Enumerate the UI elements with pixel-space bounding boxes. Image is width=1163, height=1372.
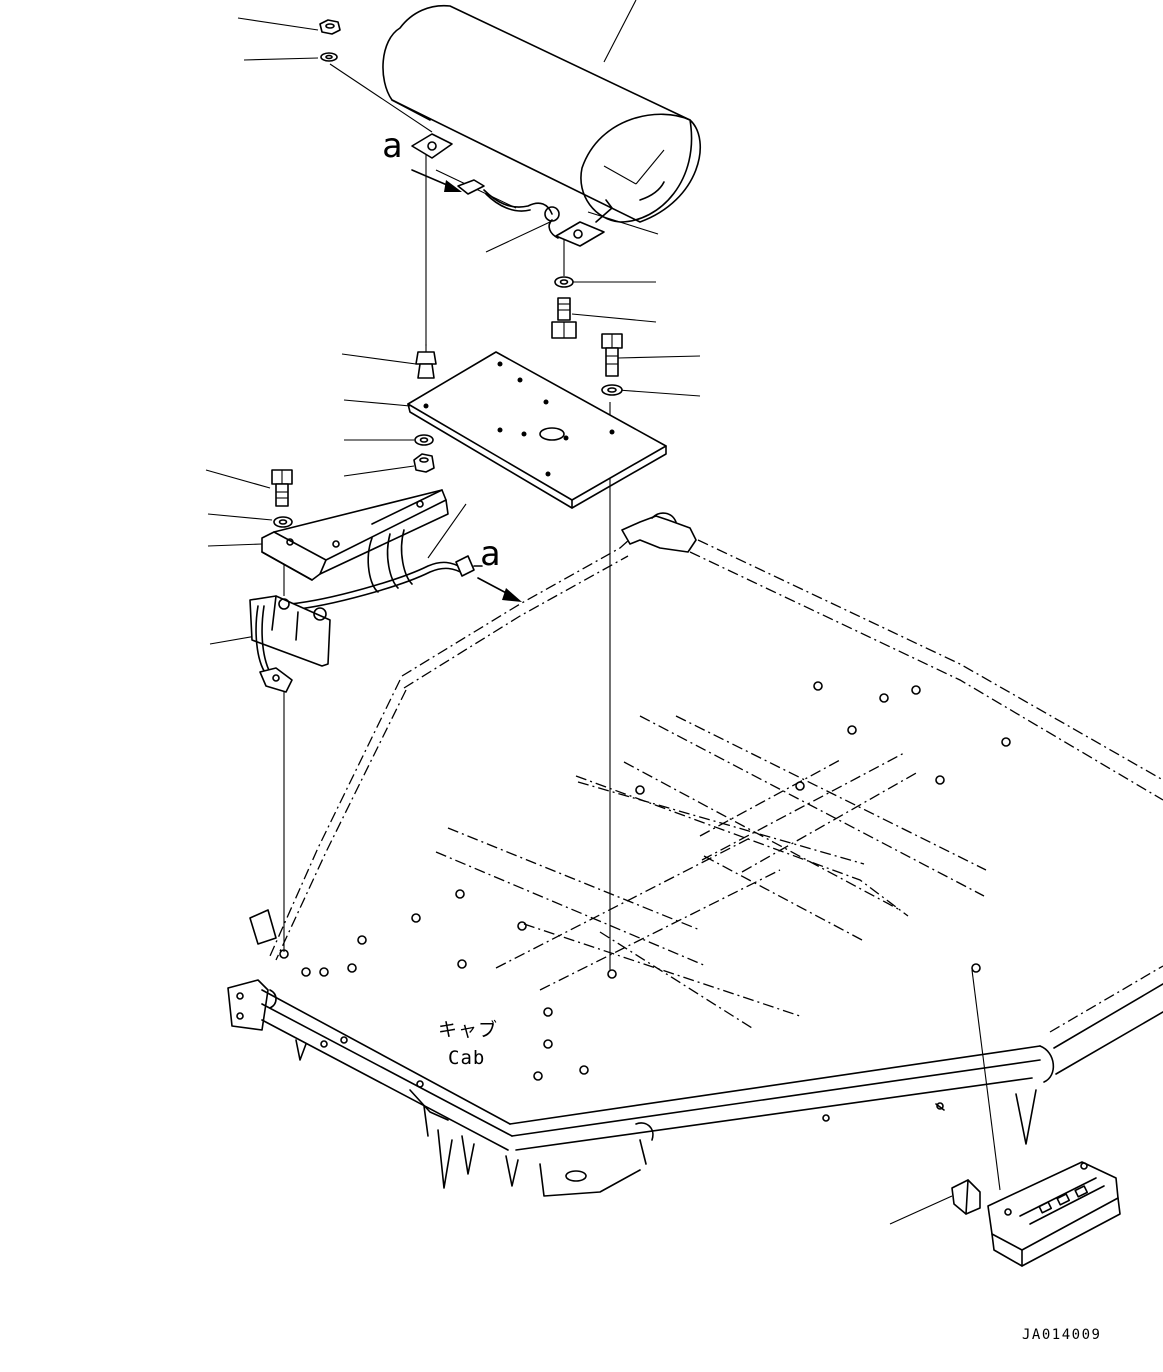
cab-label-en: Cab	[448, 1047, 485, 1069]
arrow-a-mid	[477, 577, 522, 602]
view-marker-a-top: a	[382, 126, 402, 166]
cab-label-jp: キャブ	[438, 1018, 498, 1041]
floor-holes	[279, 681, 1011, 1088]
washer-right-1	[554, 276, 574, 288]
left-bolt	[271, 469, 293, 507]
arrow-a-top	[411, 169, 462, 192]
angle-bracket	[261, 489, 449, 581]
plate-washer	[414, 434, 434, 446]
bolt-right-2	[601, 333, 623, 377]
controller-box	[987, 1161, 1121, 1267]
cylinder-cover	[382, 4, 702, 247]
cover-wire-harness	[457, 179, 560, 239]
drawing-id: JA014009	[1022, 1327, 1101, 1343]
leader-lines	[205, 0, 953, 1225]
assembly-lines	[283, 63, 1001, 1191]
cab-frame	[227, 512, 1163, 1197]
connector-plug	[951, 1179, 981, 1215]
bolt-right-1	[551, 297, 577, 339]
lower-bracket	[249, 595, 331, 693]
top-nut	[319, 19, 341, 35]
view-marker-a-mid: a	[480, 534, 500, 574]
mounting-plate	[407, 351, 667, 509]
plate-nut	[413, 453, 435, 473]
left-wire-harness	[289, 529, 483, 611]
rubber-damper	[415, 344, 437, 379]
washer-right-2	[601, 384, 623, 396]
left-washer	[273, 516, 293, 528]
top-washer	[320, 52, 338, 62]
floor-members	[435, 715, 987, 1029]
